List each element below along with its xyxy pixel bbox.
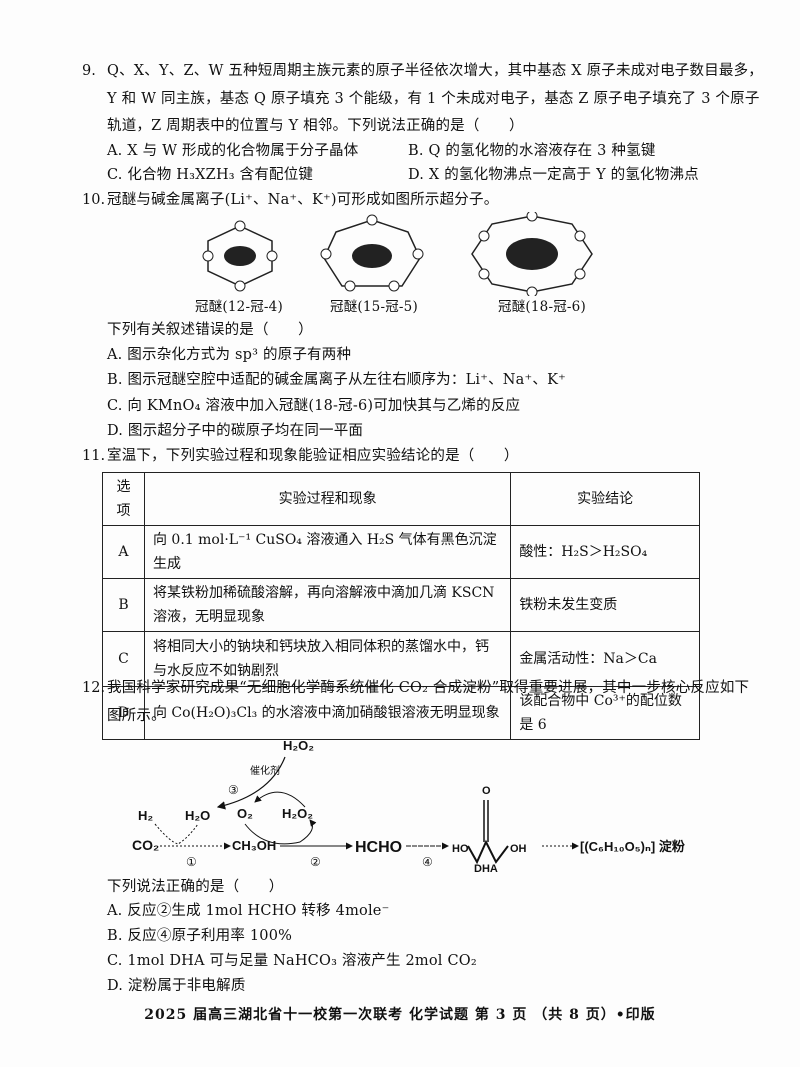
hcho-label: HCHO (355, 839, 402, 856)
experiment-table: 选项 实验过程和现象 实验结论 A 向 0.1 mol·L⁻¹ CuSO₄ 溶液… (102, 472, 700, 740)
question-number: 11. (82, 448, 106, 464)
option-c: C. 化合物 H₃XZH₃ 含有配位键 (107, 167, 314, 183)
question-stem: 图所示。 (107, 708, 166, 724)
table-cell: 将某铁粉加稀硫酸溶解，再向溶解液中滴加几滴 KSCN 溶液，无明显现象 (143, 578, 512, 632)
option-c: C. 向 KMnO₄ 溶液中加入冠醚(18-冠-6)可加快其与乙烯的反应 (107, 398, 521, 414)
starch-label: [(C₆H₁₀O₅)ₙ] 淀粉 (580, 839, 685, 854)
option-b: B. Q 的氢化物的水溶液存在 3 种氢键 (408, 143, 656, 159)
table-cell: 向 0.1 mol·L⁻¹ CuSO₄ 溶液通入 H₂S 气体有黑色沉淀生成 (143, 525, 512, 579)
question-number: 9. (82, 63, 96, 79)
step-label: ③ (228, 783, 239, 797)
page-footer: 2025 届高三湖北省十一校第一次联考 化学试题 第 3 页 （共 8 页）•印… (144, 1007, 656, 1023)
question-stem: 冠醚与碱金属离子(Li⁺、Na⁺、K⁺)可形成如图所示超分子。 (107, 192, 499, 208)
catalyst-label: 催化剂 (250, 764, 280, 777)
crown-15-5-structure (320, 214, 424, 292)
table-row: C 将相同大小的钠块和钙块放入相同体积的蒸馏水中，钙与水反应不如钠剧烈 金属活动… (102, 631, 700, 687)
table-cell: 酸性：H₂S＞H₂SO₄ (510, 525, 700, 579)
option-a: A. 反应②生成 1mol HCHO 转移 4mole⁻ (107, 903, 390, 919)
crown-ether-figure (202, 212, 593, 296)
option-b: B. 反应④原子利用率 100% (107, 928, 293, 944)
step-label: ④ (422, 855, 433, 869)
option-d: D. 淀粉属于非电解质 (107, 978, 246, 994)
h2-label: H₂ (138, 808, 153, 823)
option-d: D. 图示超分子中的碳原子均在同一平面 (107, 423, 364, 439)
dha-label: DHA (474, 863, 498, 875)
o-label: O (482, 785, 491, 797)
crown-12-4-structure (202, 220, 278, 292)
option-a: A. X 与 W 形成的化合物属于分子晶体 (107, 143, 359, 159)
step-label: ② (310, 855, 321, 869)
table-cell: 铁粉未发生变质 (510, 578, 700, 632)
option-b: B. 图示冠醚空腔中适配的碱金属离子从左往右顺序为：Li⁺、Na⁺、K⁺ (107, 372, 566, 388)
ch3oh-label: CH₃OH (232, 838, 276, 853)
h2o2-label: H₂O₂ (282, 806, 313, 821)
question-prompt: 下列说法正确的是（ ） (107, 879, 284, 895)
table-row: A 向 0.1 mol·L⁻¹ CuSO₄ 溶液通入 H₂S 气体有黑色沉淀生成… (102, 525, 700, 579)
dha-structure: HO O OH (452, 785, 527, 865)
h2o2-label: H₂O₂ (283, 738, 314, 753)
table-cell: C (102, 631, 145, 687)
question-stem: Y 和 W 同主族，基态 Q 原子填充 3 个能级，有 1 个未成对电子，基态 … (107, 91, 760, 107)
ho-label: HO (452, 843, 469, 855)
oh-label: OH (510, 843, 527, 855)
figure-label: 冠醚(18-冠-6) (498, 299, 586, 315)
table-cell: 该配合物中 Co³⁺的配位数是 6 (510, 686, 700, 740)
table-header: 选项 (102, 472, 145, 526)
option-c: C. 1mol DHA 可与足量 NaHCO₃ 溶液产生 2mol CO₂ (107, 953, 477, 969)
step-label: ① (186, 855, 197, 869)
table-cell: 将相同大小的钠块和钙块放入相同体积的蒸馏水中，钙与水反应不如钠剧烈 (143, 631, 512, 687)
table-cell: A (102, 525, 145, 579)
question-stem: Q、X、Y、Z、W 五种短周期主族元素的原子半径依次增大，其中基态 X 原子未成… (107, 63, 764, 79)
question-stem: 室温下，下列实验过程和现象能验证相应实验结论的是（ ） (107, 448, 519, 464)
question-number: 12. (82, 680, 106, 696)
h2o-label: H₂O (185, 808, 210, 823)
table-cell: 金属活动性：Na＞Ca (510, 631, 700, 687)
arrow (216, 756, 286, 810)
table-cell: 向 Co(H₂O)₃Cl₃ 的水溶液中滴加硝酸银溶液无明显现象 (143, 686, 512, 740)
option-d: D. X 的氢化物沸点一定高于 Y 的氢化物沸点 (408, 167, 699, 183)
question-stem: 我国科学家研究成果“无细胞化学酶系统催化 CO₂ 合成淀粉”取得重要进展，其中一… (107, 680, 750, 696)
table-row: D 向 Co(H₂O)₃Cl₃ 的水溶液中滴加硝酸银溶液无明显现象 该配合物中 … (102, 686, 700, 740)
o2-label: O₂ (237, 806, 253, 821)
co2-label: CO₂ (132, 837, 159, 853)
table-cell: B (102, 578, 145, 632)
reaction-diagram: H₂O₂ 催化剂 ③ H₂ H₂O O₂ H₂O₂ CO₂ ① CH₃OH ② … (132, 738, 685, 875)
crown-18-6-structure (471, 212, 593, 296)
table-row: B 将某铁粉加稀硫酸溶解，再向溶解液中滴加几滴 KSCN 溶液，无明显现象 铁粉… (102, 578, 700, 632)
question-stem: 轨道，Z 周期表中的位置与 Y 相邻。下列说法正确的是（ ） (107, 118, 524, 134)
question-number: 10. (82, 192, 106, 208)
question-prompt: 下列有关叙述错误的是（ ） (107, 322, 313, 338)
option-a: A. 图示杂化方式为 sp³ 的原子有两种 (107, 347, 352, 363)
table-header: 实验过程和现象 (143, 472, 512, 526)
table-header: 实验结论 (510, 472, 700, 526)
figure-label: 冠醚(12-冠-4) (195, 299, 283, 315)
figure-label: 冠醚(15-冠-5) (330, 299, 418, 315)
